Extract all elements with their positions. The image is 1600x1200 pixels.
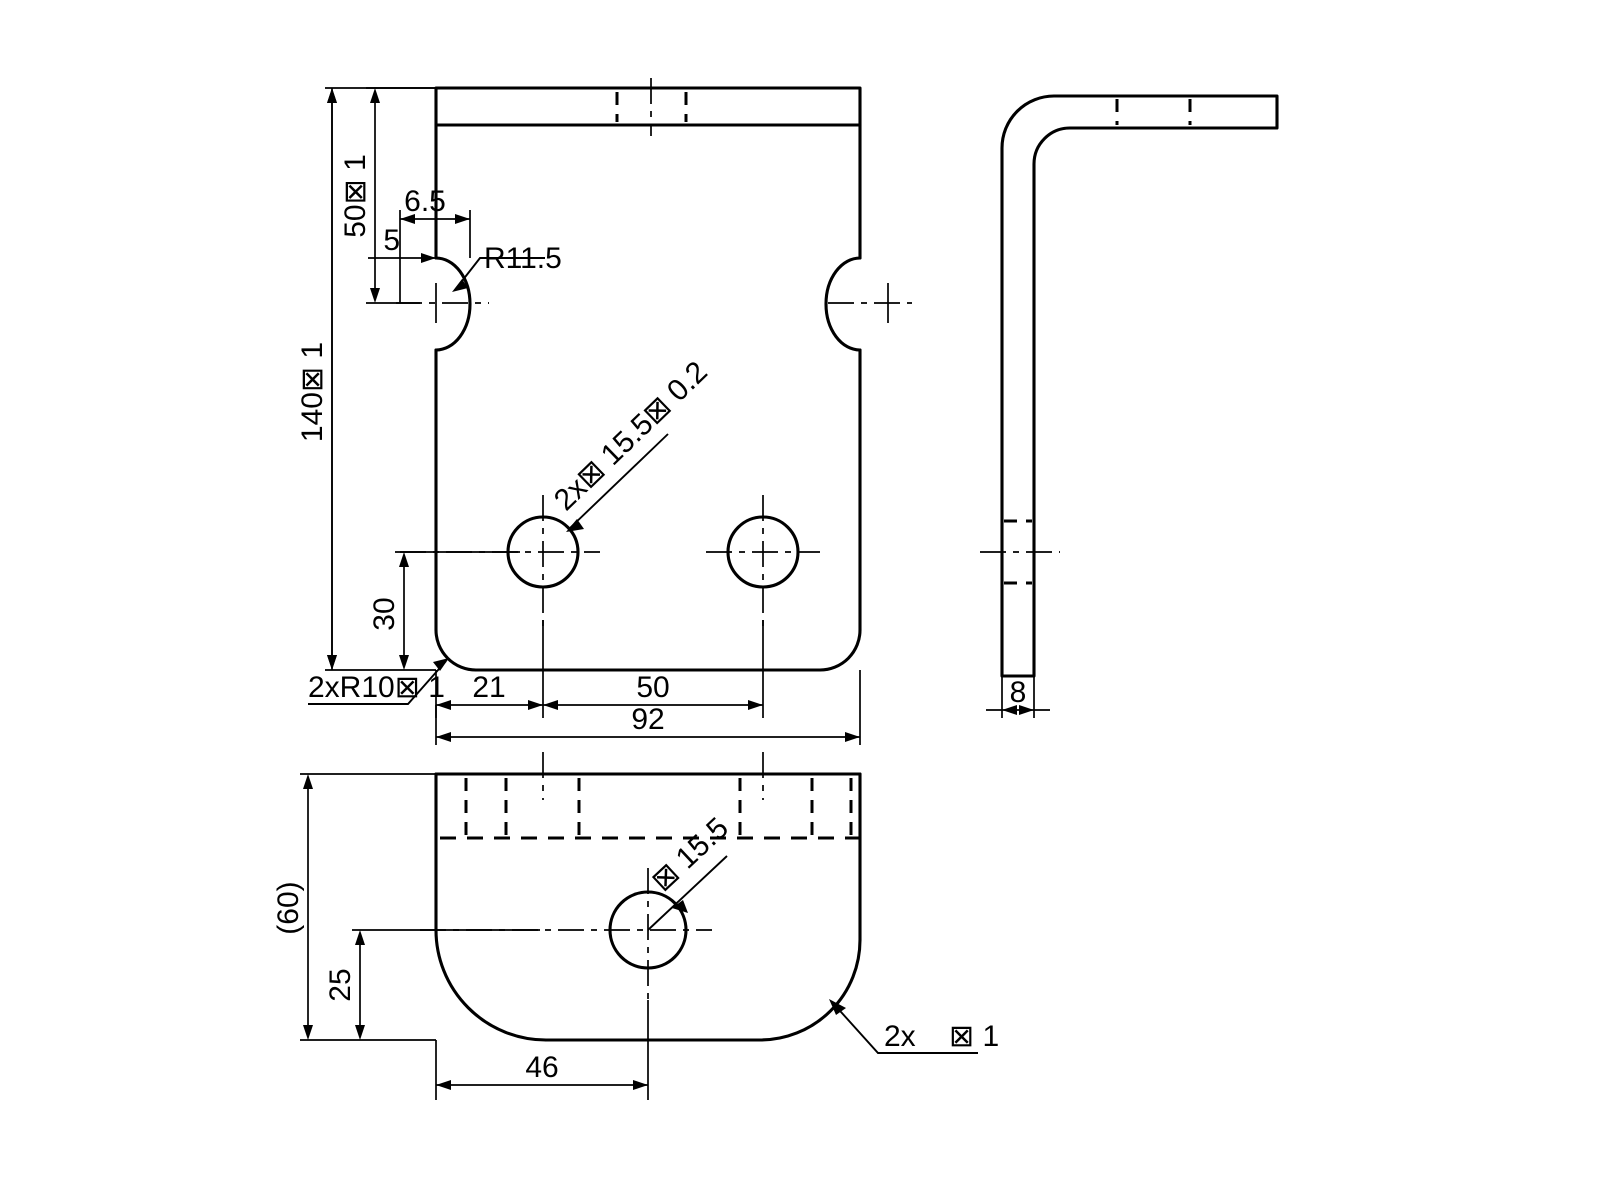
front-flange-hidden-detail: [615, 92, 688, 122]
callout-front-hole-diameter: 2x⊠ 15.5⊠ 0.2: [548, 355, 714, 532]
side-view: 8: [980, 94, 1279, 718]
callout-bottom-hole-diameter: ⊠ 15.5: [645, 811, 735, 931]
dim-overall-width: 92: [435, 670, 861, 745]
note-bottom-corner-radius-text: 2x ⊠ 1: [884, 1020, 999, 1053]
front-view: 140⊠ 1 50⊠ 1 6.5 5: [296, 78, 912, 745]
bottom-view: (60) 25 ⊠ 15.5 46 2x: [272, 752, 999, 1100]
front-view-holes: [400, 495, 820, 630]
side-hole-hidden-lines: [1004, 519, 1032, 585]
dim-50-text: 50: [636, 671, 669, 704]
dim-notch-radius: R11.5: [452, 242, 562, 292]
dim-92-text: 92: [631, 703, 664, 736]
dim-bottom-hole-offset: 46: [435, 1000, 649, 1100]
dim-notch-width-text: 6.5: [404, 185, 446, 218]
dim-thickness-text: 8: [1010, 676, 1027, 709]
front-view-outline: [434, 86, 862, 672]
dim-46-text: 46: [525, 1051, 558, 1084]
dim-hole-height: 30: [368, 551, 520, 670]
dim-depth-reference: (60): [272, 773, 436, 1041]
dim-notch-offset-text: 5: [383, 224, 400, 257]
note-front-corner-radius: 2xR10⊠ 1: [308, 658, 449, 705]
bottom-band-hidden-lines: [440, 778, 860, 840]
dim-bottom-hole-height: 25: [324, 929, 540, 1040]
dim-thickness: 8: [986, 676, 1050, 718]
front-right-notch-centerlines: [828, 283, 912, 323]
dim-overall-height: 140⊠ 1: [296, 87, 436, 671]
dim-25-text: 25: [324, 968, 357, 1001]
side-view-outline: [1000, 94, 1279, 678]
bottom-view-outline: [434, 772, 862, 1042]
dim-hole-positions: 21 50: [435, 620, 764, 718]
dim-hole-height-text: 30: [368, 597, 401, 630]
note-front-corner-radius-text: 2xR10⊠ 1: [308, 671, 445, 704]
dim-flange-height: 50⊠ 1: [339, 87, 436, 304]
bottom-view-centerlines: [542, 752, 764, 800]
callout-bottom-hole-diameter-text: ⊠ 15.5: [645, 811, 735, 898]
dim-21-text: 21: [472, 671, 505, 704]
dim-notch-offset: 5: [368, 224, 436, 263]
side-flange-hidden-lines: [1115, 99, 1192, 125]
dim-flange-height-text: 50⊠ 1: [339, 154, 372, 238]
dim-depth-text: (60): [272, 881, 305, 934]
dim-notch-width: 6.5: [399, 185, 471, 303]
dim-notch-radius-text: R11.5: [484, 242, 562, 275]
note-bottom-corner-radius: 2x ⊠ 1: [829, 999, 999, 1054]
callout-front-hole-diameter-text: 2x⊠ 15.5⊠ 0.2: [548, 355, 714, 517]
dim-overall-height-text: 140⊠ 1: [296, 342, 329, 442]
